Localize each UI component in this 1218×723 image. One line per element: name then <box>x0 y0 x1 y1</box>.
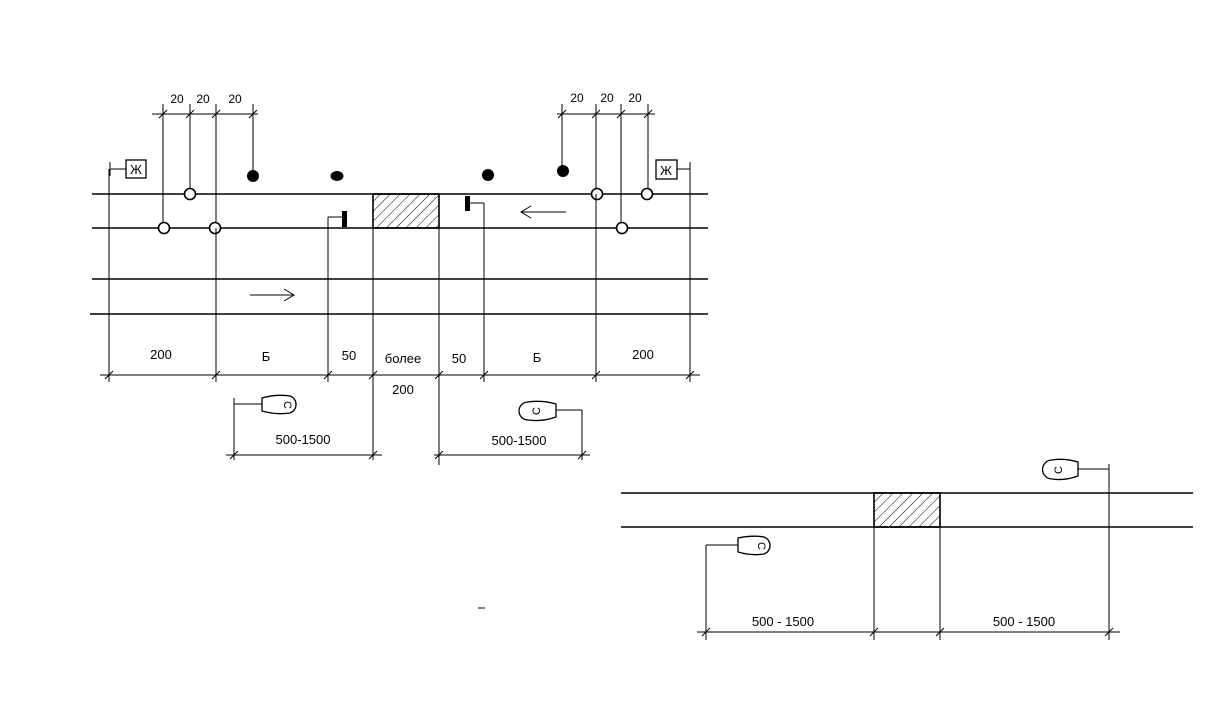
arrow-right <box>250 288 295 302</box>
filled-marker <box>247 170 259 182</box>
range-label: 500 - 1500 <box>993 614 1055 629</box>
open-marker <box>640 187 654 201</box>
stop-mark-right <box>465 196 484 211</box>
signal-letter: С <box>281 401 293 409</box>
dim-label: 200 <box>632 347 654 362</box>
sign-letter: Ж <box>660 163 672 178</box>
range-dim-left: 500-1500 <box>226 432 382 460</box>
bottom-diagram: С С 500 - 1500 500 - 1500 <box>621 458 1193 640</box>
dim-label: более <box>385 351 421 366</box>
dim-label: 20 <box>600 91 614 105</box>
crossing-hatched-block <box>873 492 941 528</box>
open-marker <box>590 187 604 201</box>
sign-zh-left: Ж <box>109 159 147 179</box>
bottom-dimension: 200 Б 50 более 50 Б 200 200 <box>100 347 700 397</box>
dim-label: 20 <box>228 92 242 106</box>
range-label: 500 - 1500 <box>752 614 814 629</box>
signal-lamp-right: С <box>518 400 583 460</box>
filled-marker <box>482 169 494 181</box>
range-dimension: 500 - 1500 500 - 1500 <box>697 614 1120 637</box>
arrow-left <box>520 205 566 219</box>
stop-mark-left <box>328 211 347 227</box>
signal-lamp-left: С <box>233 394 297 460</box>
signal-letter: С <box>755 542 767 550</box>
signal-lamp-left: С <box>705 535 771 640</box>
dim-label: 20 <box>170 92 184 106</box>
dim-label: 50 <box>342 348 356 363</box>
dim-label: 20 <box>570 91 584 105</box>
dim-label: 200 <box>392 382 414 397</box>
range-label: 500-1500 <box>492 433 547 448</box>
sign-letter: Ж <box>130 162 142 177</box>
top-diagram: 20 20 20 20 20 20 <box>90 91 708 465</box>
bottom-extension-lines <box>108 169 691 465</box>
signal-letter: С <box>531 407 543 415</box>
open-marker <box>615 221 629 235</box>
filled-marker <box>330 171 344 181</box>
range-label: 500-1500 <box>276 432 331 447</box>
dim-label: Б <box>533 350 542 365</box>
dim-label: 50 <box>452 351 466 366</box>
open-marker <box>208 221 222 235</box>
range-dim-right: 500-1500 <box>434 433 590 460</box>
sign-zh-right: Ж <box>655 159 691 180</box>
crossing-hatched-block <box>372 193 440 229</box>
dim-label: 200 <box>150 347 172 362</box>
dim-label: Б <box>262 349 271 364</box>
signal-lamp-right: С <box>1041 458 1110 640</box>
open-marker <box>157 221 171 235</box>
open-marker <box>183 187 197 201</box>
top-dimension-left: 20 20 20 <box>152 92 258 228</box>
signal-letter: С <box>1053 466 1065 474</box>
top-dimension-right: 20 20 20 <box>557 91 655 228</box>
dim-label: 20 <box>196 92 210 106</box>
filled-marker <box>557 165 569 177</box>
dim-label: 20 <box>628 91 642 105</box>
